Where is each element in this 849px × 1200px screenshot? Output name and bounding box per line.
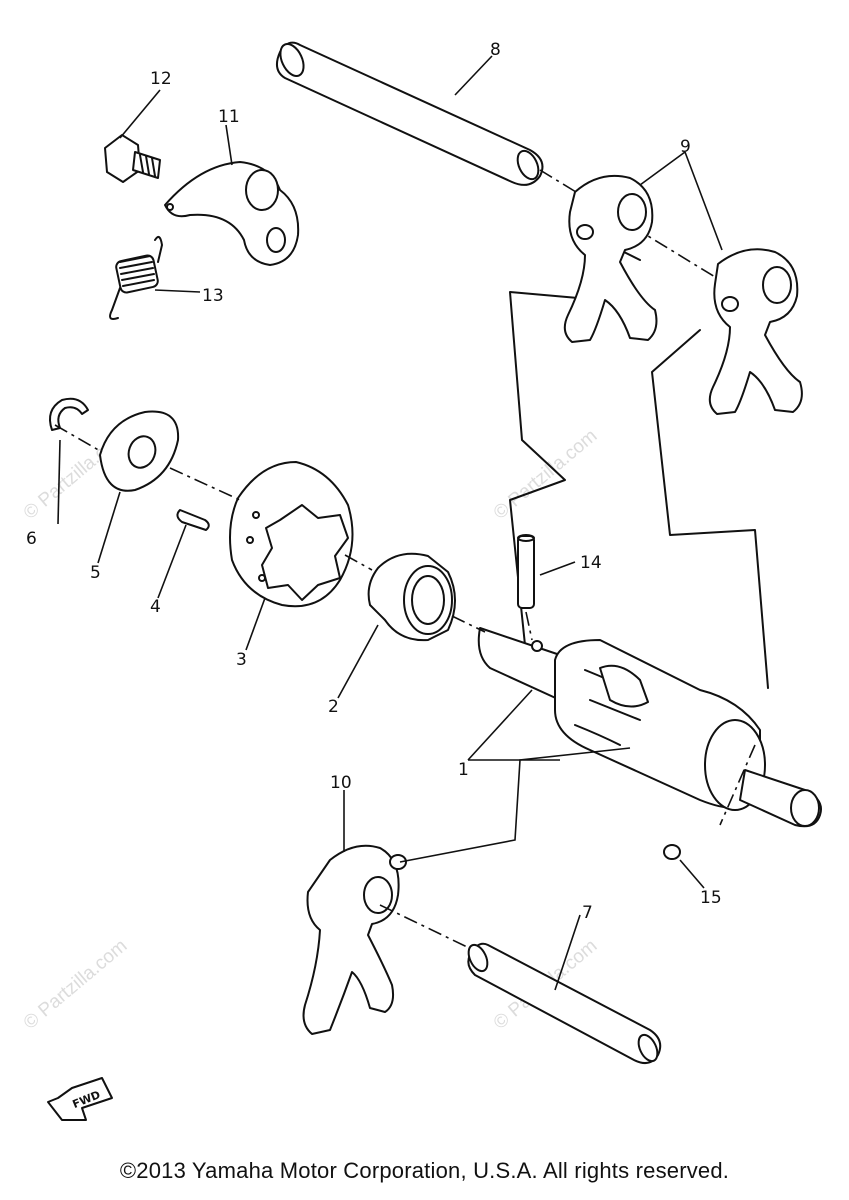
callout-8: 8 — [490, 40, 501, 60]
callout-14: 14 — [580, 553, 602, 573]
callout-3: 3 — [236, 650, 247, 670]
callout-10: 10 — [330, 773, 352, 793]
callout-4: 4 — [150, 597, 161, 617]
callout-15: 15 — [700, 888, 722, 908]
part-5-washer — [99, 410, 180, 492]
part-10-shift-fork — [302, 844, 407, 1035]
callout-12: 12 — [150, 69, 172, 89]
callouts: 1 2 3 4 5 6 7 8 9 10 11 12 13 14 15 — [26, 40, 722, 923]
part-8-shaft — [275, 41, 721, 281]
part-15-pin — [663, 844, 681, 860]
callout-6: 6 — [26, 529, 37, 549]
callout-11: 11 — [218, 107, 240, 127]
callout-5: 5 — [90, 563, 101, 583]
fwd-arrow-icon: FWD — [47, 1077, 113, 1121]
part-7-shaft — [379, 904, 662, 1065]
part-9-shift-fork-b — [708, 248, 803, 415]
part-6-circlip — [49, 397, 89, 431]
callout-9: 9 — [680, 137, 691, 157]
callout-1: 1 — [458, 760, 469, 780]
part-4-pin — [176, 509, 210, 531]
callout-7: 7 — [582, 903, 593, 923]
callout-2: 2 — [328, 697, 339, 717]
watermark: © Partzilla.com — [20, 935, 132, 1033]
centre-axis — [54, 424, 756, 826]
callout-13: 13 — [202, 286, 224, 306]
part-13-spring — [109, 235, 163, 320]
part-9-shift-fork-a — [563, 174, 658, 343]
part-12-bolt — [104, 134, 161, 183]
part-2-bearing — [367, 552, 456, 642]
part-3-segment — [229, 461, 354, 608]
leader-lines — [57, 55, 723, 991]
copyright-notice: ©2013 Yamaha Motor Corporation, U.S.A. A… — [119, 1158, 730, 1183]
part-14-pin — [517, 534, 535, 641]
part-1-shift-drum — [477, 627, 822, 828]
watermark: © Partzilla.com — [490, 425, 602, 523]
part-11-stopper-lever — [164, 161, 300, 266]
